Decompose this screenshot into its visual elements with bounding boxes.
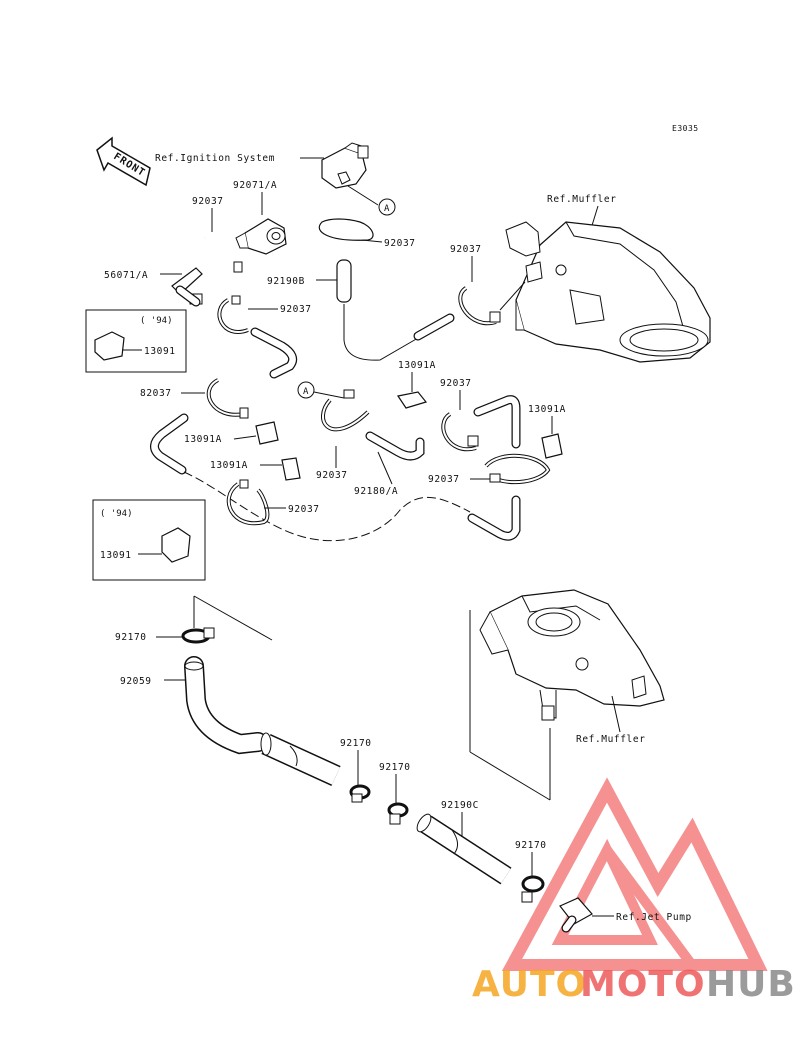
part-92170-c: 92170 [379,762,411,773]
part-13091-box1: 13091 [144,346,176,357]
ref-muffler-bottom: Ref.Muffler [576,734,646,745]
hose-clamp-icon [349,784,371,803]
watermark-wordmark: AUTO MOTO HUB [472,964,796,1005]
hose-segment [250,327,298,379]
leader-line [347,185,379,206]
watermark-part1: AUTO [472,964,587,1005]
switch-component [235,218,287,255]
watermark-logo-icon [501,777,768,971]
part-13091a-d: 13091A [528,404,566,415]
front-arrow-icon: FRONT [96,136,151,187]
hose-segment [413,313,455,341]
part-92170-a: 92170 [115,632,147,643]
part-92190b: 92190B [267,276,305,287]
hose-segment [184,656,268,755]
callout-a-mid-letter: A [303,387,309,397]
grommet-component [541,433,563,459]
hose-clamp-icon [318,218,374,241]
fitting-component [171,267,203,307]
year-note-box1: ( '94) [140,316,173,326]
part-92037-a: 92037 [192,196,224,207]
part-56071a: 56071/A [104,270,148,281]
part-92170-b: 92170 [340,738,372,749]
part-82037: 82037 [140,388,172,399]
part-92071a: 92071/A [233,180,277,191]
ref-ignition-system: Ref.Ignition System [155,153,275,164]
watermark-part2: MOTO [580,964,706,1005]
part-92180a: 92180/A [354,486,398,497]
diagram-code: E3035 [672,124,699,133]
grommet-component [397,391,428,409]
hose-clamp-icon [387,802,409,825]
part-92170-d: 92170 [515,840,547,851]
part-92037-d: 92037 [450,244,482,255]
grommet-component [255,421,279,445]
hose-clamp-icon [206,378,249,419]
hose-segment [467,495,521,541]
hose-clamp-icon [320,389,370,432]
muffler-top-component [505,221,711,363]
watermark-part3: HUB [706,964,796,1005]
hose-segment [416,813,512,885]
hose-routing-line [343,304,419,361]
year-note-box2: ( '94) [100,509,133,519]
callout-a-mid [297,381,315,399]
part-92037-c: 92037 [280,304,312,315]
part-92037-h: 92037 [288,504,320,515]
hose-clamp-icon [484,453,551,485]
part-13091a-a: 13091A [398,360,436,371]
ref-jet-pump: Ref.Jet Pump [616,912,692,923]
leader-line [499,281,526,311]
year-variant-box: ( '94) 13091 [85,309,187,373]
leader-line [313,391,345,399]
hose-clamp-icon [441,412,479,452]
part-92037-e: 92037 [440,378,472,389]
ignition-component [321,142,369,189]
leader-line [611,695,621,733]
part-13091-box2: 13091 [100,550,132,561]
callout-a-top-letter: A [384,204,390,214]
part-13091a-c: 13091A [210,460,248,471]
hose-clamp-icon [458,286,501,326]
grommet-component [281,457,301,481]
part-92059: 92059 [120,676,152,687]
ref-muffler-top: Ref.Muffler [547,194,617,205]
hose-segment [150,413,189,475]
hose-clamp-icon [521,875,545,903]
section-boundary-line [193,595,273,641]
hose-clamp-icon [217,295,249,334]
part-92190c: 92190C [441,800,479,811]
year-variant-box: ( '94) 13091 [92,499,206,581]
leader-line [361,239,383,243]
part-13091a-b: 13091A [184,434,222,445]
part-92037-b: 92037 [384,238,416,249]
muffler-bottom-component [479,589,665,721]
callout-a-top [378,198,396,216]
jet-pump-fitting [559,897,593,933]
hose-segment [473,395,521,449]
part-92037-g: 92037 [428,474,460,485]
hose-clamp-icon [202,237,243,273]
hose-segment [365,431,425,461]
hose-clamp-icon [226,479,270,526]
hose-clamp-icon [181,627,215,644]
part-92037-f: 92037 [316,470,348,481]
hose-routing-dashed [183,471,471,542]
hose-segment [260,732,341,787]
section-boundary-line [469,751,551,801]
hose-segment [336,259,352,303]
leader-line [233,435,257,440]
leader-line [377,451,393,485]
